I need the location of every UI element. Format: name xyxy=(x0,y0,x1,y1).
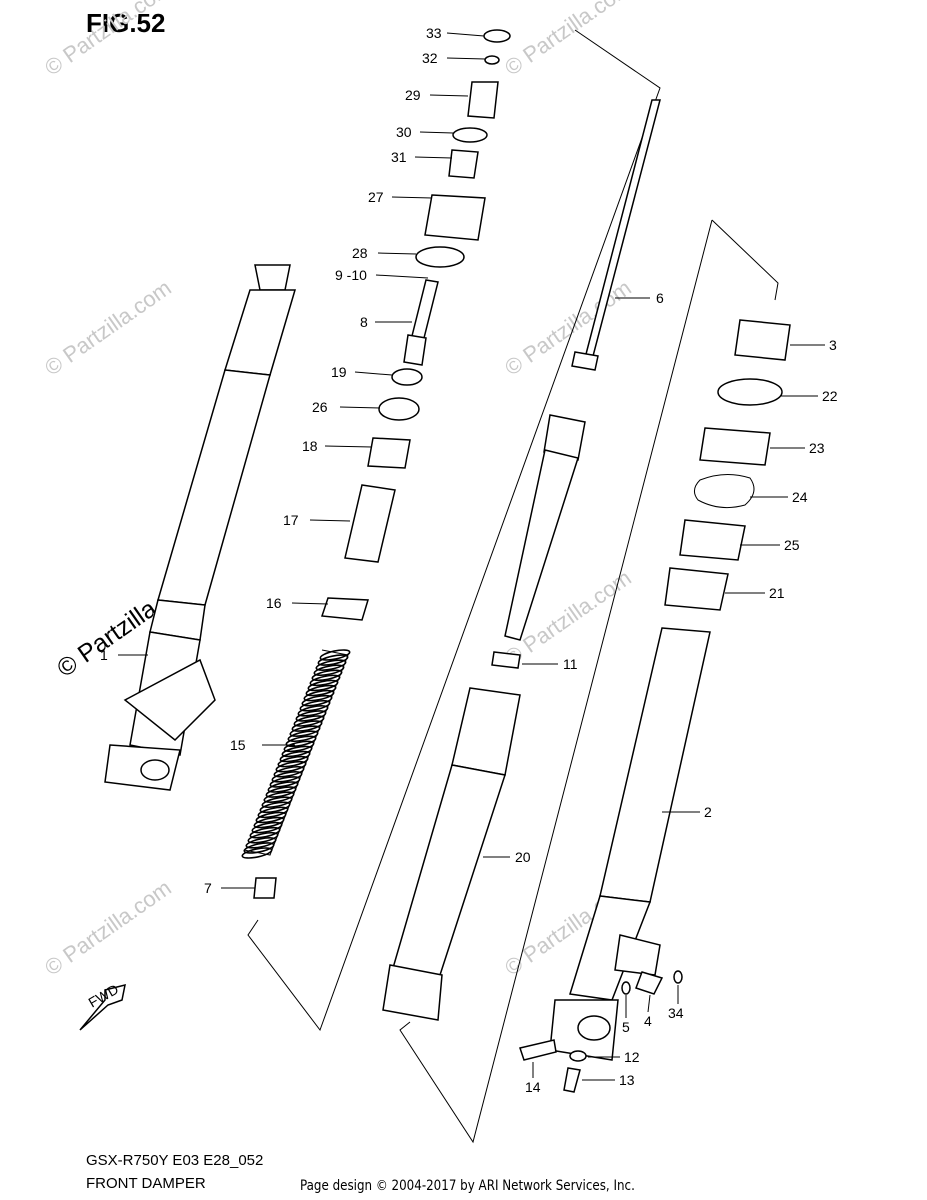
callout-5: 5 xyxy=(622,1019,630,1035)
fasteners xyxy=(519,970,683,1093)
spring-coil xyxy=(267,781,299,793)
figure-name: FRONT DAMPER xyxy=(86,1175,206,1192)
spring-coil xyxy=(247,831,279,844)
callout-7: 7 xyxy=(204,880,212,896)
bushing-stack xyxy=(664,319,791,611)
callout-1: 1 xyxy=(100,647,108,663)
spring-coil xyxy=(269,776,301,788)
callout-6: 6 xyxy=(656,290,664,306)
spring-coil xyxy=(243,842,275,854)
spring-coil xyxy=(289,725,321,737)
callout-33: 33 xyxy=(426,25,442,41)
spring-coil xyxy=(251,821,283,834)
spring-coil xyxy=(283,740,315,753)
callout-26: 26 xyxy=(312,399,328,415)
spring-coil xyxy=(291,720,323,732)
spring-coil xyxy=(297,705,329,717)
damper-rod xyxy=(504,99,661,641)
spring-coil xyxy=(265,786,297,798)
spring-coil xyxy=(255,811,287,824)
spring-coil xyxy=(301,694,333,707)
spring-coil xyxy=(307,679,339,692)
spring-coil xyxy=(313,664,345,677)
callout-20: 20 xyxy=(515,849,531,865)
spring-coil xyxy=(245,837,277,849)
spring-coil xyxy=(277,755,309,768)
figure-title: FIG.52 xyxy=(86,8,166,38)
callout-16: 16 xyxy=(266,595,282,611)
spring-coil xyxy=(249,826,281,839)
assembly-bracket-center xyxy=(247,29,661,1032)
spring-coil xyxy=(263,791,295,803)
spring-coil xyxy=(303,689,335,702)
spring-coil xyxy=(309,674,341,687)
callout-28: 28 xyxy=(352,245,368,261)
callout-18: 18 xyxy=(302,438,318,454)
callout-13: 13 xyxy=(619,1072,635,1088)
spring-coil xyxy=(311,669,343,682)
callout-22: 22 xyxy=(822,388,838,404)
callout-34: 34 xyxy=(668,1005,684,1021)
callout-3: 3 xyxy=(829,337,837,353)
callout-24: 24 xyxy=(792,489,808,505)
assembly-bracket-right xyxy=(399,219,779,1144)
callout-27: 27 xyxy=(368,189,384,205)
leader-lines xyxy=(118,32,825,1081)
fork-assembly-right xyxy=(549,627,711,1061)
callout-25: 25 xyxy=(784,537,800,553)
fork-assembly-left xyxy=(104,264,297,791)
callout-8: 8 xyxy=(360,314,368,330)
fwd-arrow: FWD xyxy=(79,981,126,1031)
callout-4: 4 xyxy=(644,1013,652,1029)
callout-17: 17 xyxy=(283,512,299,528)
outer-tube xyxy=(382,687,521,1021)
callout-19: 19 xyxy=(331,364,347,380)
callout-23: 23 xyxy=(809,440,825,456)
callout-14: 14 xyxy=(525,1079,541,1095)
model-code: GSX-R750Y E03 E28_052 xyxy=(86,1152,264,1169)
spring-coil xyxy=(271,771,303,783)
callout-31: 31 xyxy=(391,149,407,165)
callout-15: 15 xyxy=(230,737,246,753)
callout-30: 30 xyxy=(396,124,412,140)
spring-coil xyxy=(241,847,273,859)
spring-coil xyxy=(305,684,337,697)
top-cap-stack xyxy=(253,29,521,899)
spring-coil xyxy=(295,710,327,722)
callout-labels: 33 32 29 30 31 27 28 9 -10 8 19 26 18 17… xyxy=(100,25,838,1095)
callout-12: 12 xyxy=(624,1049,640,1065)
callout-9-10: 9 -10 xyxy=(335,267,367,283)
spring-coil xyxy=(279,750,311,763)
spring-coil xyxy=(273,765,305,778)
spring-coil xyxy=(281,745,313,758)
callout-29: 29 xyxy=(405,87,421,103)
spring-coil xyxy=(315,659,347,671)
spring-coil xyxy=(299,699,331,712)
spring-coil xyxy=(293,715,325,727)
spring-coil xyxy=(275,760,307,773)
callout-2: 2 xyxy=(704,804,712,820)
spring-coil xyxy=(287,730,319,743)
spring-coil xyxy=(285,735,317,748)
spring-coil xyxy=(319,649,351,661)
spring-coil xyxy=(261,796,293,809)
callout-11: 11 xyxy=(563,656,578,672)
spring-coil xyxy=(317,654,349,666)
spring-coil xyxy=(257,806,289,819)
copyright-notice: Page design © 2004-2017 by ARI Network S… xyxy=(300,1178,635,1194)
callout-21: 21 xyxy=(769,585,785,601)
callout-32: 32 xyxy=(422,50,438,66)
spring-coil xyxy=(259,801,291,814)
spring-coil xyxy=(253,816,285,829)
fork-spring xyxy=(241,649,351,859)
